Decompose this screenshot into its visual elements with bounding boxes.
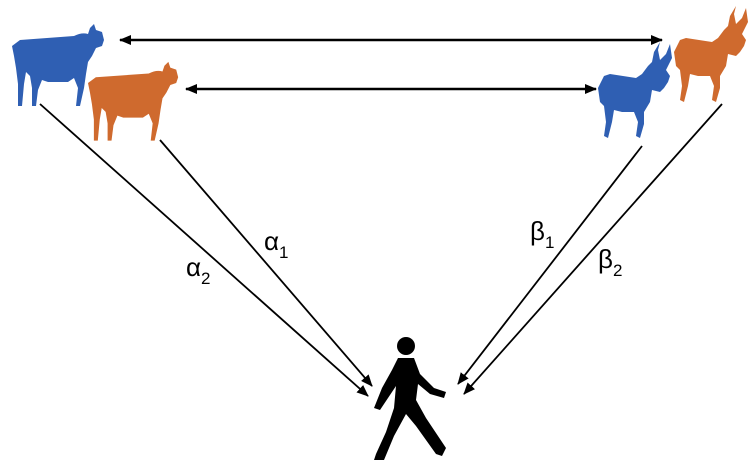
link-goat-orange-person — [463, 103, 723, 395]
label-beta-1: β1 — [530, 216, 554, 252]
link-goat-blue-person — [457, 145, 643, 385]
label-beta-2: β2 — [598, 244, 622, 280]
cow-orange-icon — [88, 61, 179, 141]
link-cow-orange-person — [159, 139, 373, 387]
label-alpha-1: α1 — [264, 226, 289, 262]
goat-blue-icon — [598, 42, 672, 138]
goat-orange-icon — [674, 6, 748, 102]
walking-person-icon — [374, 337, 446, 460]
label-alpha-2: α2 — [186, 252, 211, 288]
link-cow-blue-person — [39, 103, 369, 397]
